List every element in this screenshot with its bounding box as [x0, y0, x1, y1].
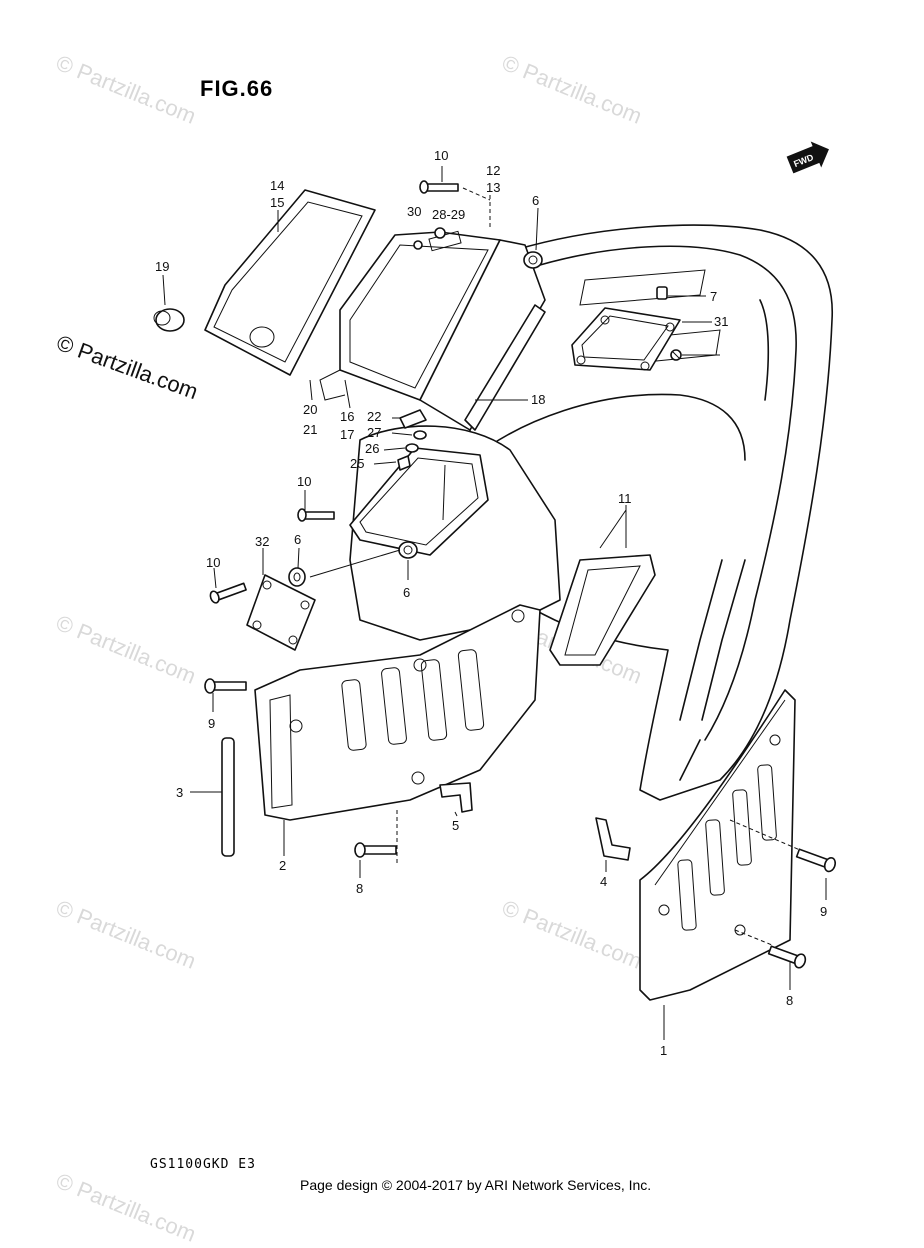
callout-27: 30	[407, 204, 421, 219]
callout-19: 19	[155, 259, 169, 274]
callout-11: 11	[618, 491, 632, 506]
callout-18: 18	[531, 392, 545, 407]
screw-part-27	[413, 240, 423, 250]
bolt-part-9-left	[204, 678, 247, 694]
callout-labels: 10 12 13 14 15 6 30 28-29 19 7 31 18 20 …	[155, 148, 827, 1058]
callout-6-left: 6	[294, 532, 301, 547]
plate-part-30	[246, 574, 316, 651]
strip-part-18	[464, 304, 546, 431]
callout-20: 20	[303, 402, 317, 417]
callout-10-left: 10	[206, 555, 220, 570]
model-code: GS1100GKD E3	[150, 1157, 256, 1172]
callout-28-29: 31	[714, 314, 728, 329]
callout-9-right: 9	[820, 904, 827, 919]
grommet-part-19	[153, 308, 185, 332]
bolt-part-10-top	[419, 180, 459, 194]
rod-part-3	[221, 737, 235, 857]
mud-flap-part-11	[549, 554, 656, 666]
callout-30: 32	[255, 534, 269, 549]
bolt-part-8-left	[354, 842, 397, 858]
bracket-part-22	[399, 409, 427, 429]
footer-copyright: Page design © 2004-2017 by ARI Network S…	[300, 1177, 652, 1193]
callout-5: 5	[452, 818, 459, 833]
washer-part-25	[413, 430, 427, 440]
callout-26: 28-29	[432, 207, 465, 222]
battery-part-12-13	[419, 239, 546, 431]
callout-1: 1	[660, 1043, 667, 1058]
callout-21: 21	[303, 422, 317, 437]
callout-3: 3	[176, 785, 183, 800]
callout-6-mid: 6	[403, 585, 410, 600]
fwd-arrow-icon: FWD	[786, 141, 829, 174]
clip-part-7	[656, 286, 668, 300]
callout-17: 17	[340, 427, 354, 442]
cushion-part-6-left	[288, 567, 306, 587]
cover-part-14-15	[204, 189, 376, 376]
rear-fender	[429, 224, 833, 801]
callout-22: 22	[367, 409, 381, 424]
callout-23: 25	[350, 456, 364, 471]
screw-part-26	[434, 227, 446, 239]
leader-lines	[162, 166, 827, 1040]
callout-25: 27	[367, 425, 381, 440]
callout-4: 4	[600, 874, 607, 889]
bolt-part-10-mid	[297, 508, 335, 522]
bolt-part-10-left	[209, 582, 247, 604]
cushion-part-6-top	[523, 251, 543, 269]
cushion-part-6-mid	[398, 541, 418, 559]
cover-plate-part-28-29	[571, 307, 681, 371]
callout-15: 15	[270, 195, 284, 210]
bracket-part-4	[595, 817, 631, 861]
callout-9-left: 9	[208, 716, 215, 731]
bracket-part-5	[439, 782, 473, 813]
callout-10-mid: 10	[297, 474, 311, 489]
bolt-part-8-right	[767, 945, 807, 969]
callout-2: 2	[279, 858, 286, 873]
side-cover-part-2	[254, 604, 541, 821]
callout-14: 14	[270, 178, 284, 193]
callout-8-left: 8	[356, 881, 363, 896]
callout-12: 12	[486, 163, 500, 178]
side-cover-part-1	[639, 689, 796, 1001]
nut-part-24	[405, 443, 419, 453]
figure-title: FIG.66	[200, 76, 274, 101]
callout-24: 26	[365, 441, 379, 456]
parts-diagram: FWD	[153, 141, 837, 1058]
screw-part-32	[670, 349, 682, 361]
callout-6-top: 6	[532, 193, 539, 208]
callout-13: 13	[486, 180, 500, 195]
callout-8-right: 8	[786, 993, 793, 1008]
callout-10-top: 10	[434, 148, 448, 163]
bolt-part-9-right	[795, 848, 837, 873]
callout-7: 7	[710, 289, 717, 304]
callout-16: 16	[340, 409, 354, 424]
screw-part-23	[397, 455, 411, 471]
